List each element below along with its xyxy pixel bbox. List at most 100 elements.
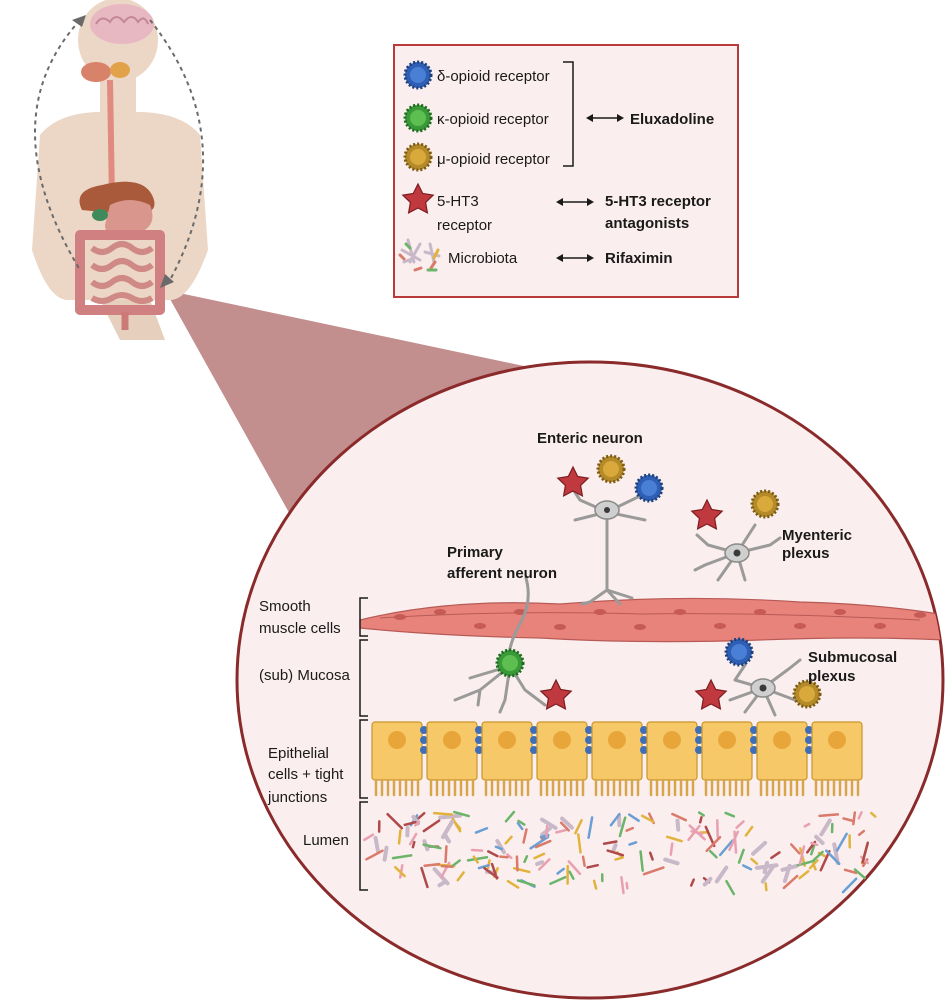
bacterium: [587, 816, 594, 839]
tight-junction: [695, 726, 703, 754]
bacterium: [819, 818, 832, 837]
myenteric-plexus-neuron: [693, 523, 782, 582]
double-arrow-icon: [586, 114, 624, 122]
bacterium: [724, 811, 736, 818]
bacterium: [841, 877, 858, 894]
bacterium: [386, 812, 404, 830]
epithelial-cell: [756, 721, 808, 797]
kappa-receptor-icon: [495, 648, 525, 678]
bacterium: [782, 863, 792, 884]
delta-receptor-icon: [724, 637, 754, 667]
bacterium: [725, 879, 736, 896]
legend-5ht3-line1: 5-HT3: [437, 193, 479, 210]
bacterium: [640, 814, 655, 823]
bacterium: [832, 842, 840, 865]
tight-junction: [585, 726, 593, 754]
bacterium: [737, 848, 745, 864]
primary-afferent-label-line2: afferent neuron: [447, 565, 557, 582]
bacterium: [504, 810, 516, 823]
bacterium: [422, 819, 441, 833]
epithelial-cell: [591, 721, 643, 797]
bacterium: [437, 880, 447, 888]
bacterium: [432, 811, 454, 816]
bacterium: [857, 829, 866, 836]
bacterium: [472, 855, 479, 864]
bracket: [563, 61, 574, 167]
legend-mu-receptor: μ-opioid receptor: [437, 151, 550, 168]
bacterium: [689, 878, 695, 887]
bacterium: [708, 849, 718, 859]
bacterium: [870, 811, 877, 818]
legend-5ht3-antagonists-line1: 5-HT3 receptor: [605, 193, 711, 210]
bacterium: [423, 862, 441, 867]
bracket: [359, 639, 368, 717]
bacterium: [555, 828, 568, 834]
delta-receptor-icon: [403, 60, 433, 90]
smooth-muscle-label-line1: Smooth: [259, 598, 311, 615]
tight-junction: [805, 726, 813, 754]
myenteric-label-line1: Myenteric: [782, 527, 852, 544]
bacterium: [764, 882, 768, 892]
mu-receptor-icon: [750, 489, 780, 519]
myenteric-label-line2: plexus: [782, 545, 830, 562]
bacterium: [490, 862, 499, 880]
epithelial-layer: [371, 721, 863, 797]
bacterium: [534, 839, 552, 849]
bacterium: [824, 849, 841, 866]
bacterium: [414, 820, 421, 827]
bacterium: [675, 818, 681, 832]
bacterium: [609, 812, 621, 827]
epithelial-cell: [536, 721, 588, 797]
bacterium: [495, 838, 506, 855]
legend-rifaximin: Rifaximin: [605, 250, 673, 267]
bacterium: [835, 832, 848, 852]
tight-junction: [750, 726, 758, 754]
bacterium: [648, 851, 654, 861]
bacterium: [688, 824, 706, 841]
bracket: [359, 719, 368, 799]
bacterium: [818, 813, 840, 818]
bacterium: [705, 835, 722, 853]
bacterium: [470, 848, 484, 852]
kappa-receptor-icon: [403, 103, 433, 133]
bacterium: [842, 817, 856, 823]
bacterium: [577, 833, 582, 854]
bacterium: [533, 852, 546, 860]
bacterium: [515, 855, 519, 872]
tight-junction: [530, 726, 538, 754]
bacterium: [861, 841, 870, 864]
epithelial-cell: [811, 721, 863, 797]
bacterium: [625, 881, 629, 890]
primary-afferent-label-line1: Primary: [447, 544, 504, 561]
bacterium: [620, 876, 625, 895]
bacterium: [789, 843, 801, 855]
bacterium: [639, 850, 644, 872]
epithelial-cell: [426, 721, 478, 797]
bacterium: [611, 843, 618, 852]
bacterium: [506, 853, 513, 860]
bacterium: [625, 826, 634, 832]
bacterium: [568, 870, 575, 880]
bacterium: [504, 835, 513, 845]
bacterium: [718, 839, 734, 857]
double-arrow-icon: [556, 254, 594, 262]
bacterium: [397, 829, 402, 845]
bacterium: [742, 864, 753, 871]
bacterium: [810, 844, 816, 856]
bacterium: [538, 858, 551, 871]
bacterium: [456, 871, 465, 882]
bacterium: [574, 819, 583, 835]
double-arrow-icon: [556, 198, 594, 206]
submucosal-label-line1: Submucosal: [808, 649, 897, 666]
legend-5ht3-line2: receptor: [437, 217, 492, 234]
delta-receptor-icon: [634, 473, 664, 503]
bacterium: [733, 830, 738, 854]
legend-microbiota: Microbiota: [448, 250, 518, 267]
bacterium: [698, 816, 703, 824]
bacterium: [843, 868, 858, 875]
bacterium: [581, 855, 586, 868]
bacterium: [549, 875, 567, 885]
bacterium: [417, 811, 426, 820]
bacterium: [814, 834, 825, 846]
bacterium: [614, 856, 624, 861]
